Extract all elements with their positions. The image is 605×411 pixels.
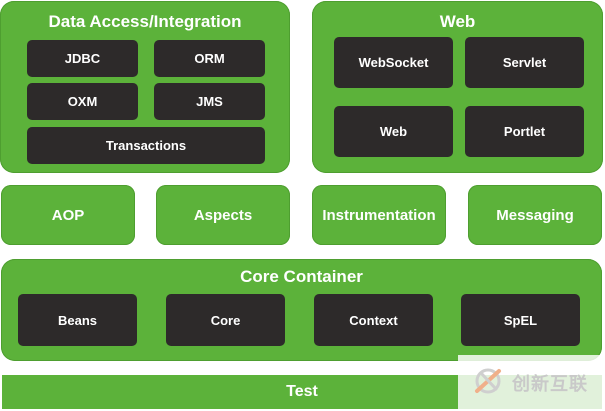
spel-box: SpEL <box>461 294 580 346</box>
beans-box: Beans <box>18 294 137 346</box>
jdbc-box: JDBC <box>27 40 138 77</box>
core-container-title: Core Container <box>240 267 363 286</box>
jms-box: JMS <box>154 83 265 120</box>
servlet-box: Servlet <box>465 37 584 88</box>
web-panel: Web WebSocket Servlet Web Portlet <box>312 1 603 173</box>
orm-box: ORM <box>154 40 265 77</box>
oxm-box: OXM <box>27 83 138 120</box>
portlet-box: Portlet <box>465 106 584 157</box>
data-access-panel: Data Access/Integration JDBC ORM OXM JMS… <box>0 1 290 173</box>
messaging-box: Messaging <box>468 185 602 245</box>
websocket-box: WebSocket <box>334 37 453 88</box>
aspects-box: Aspects <box>156 185 290 245</box>
watermark-text: 创新互联 <box>512 374 588 394</box>
instrumentation-box: Instrumentation <box>312 185 446 245</box>
data-access-title: Data Access/Integration <box>48 12 242 31</box>
watermark-logo-icon <box>472 367 506 400</box>
web-box: Web <box>334 106 453 157</box>
context-box: Context <box>314 294 433 346</box>
watermark: 创新互联 <box>458 355 605 411</box>
web-title: Web <box>439 12 476 31</box>
aop-box: AOP <box>1 185 135 245</box>
core-container-panel: Core Container Beans Core Context SpEL <box>1 259 602 361</box>
core-box: Core <box>166 294 285 346</box>
transactions-box: Transactions <box>27 127 265 164</box>
